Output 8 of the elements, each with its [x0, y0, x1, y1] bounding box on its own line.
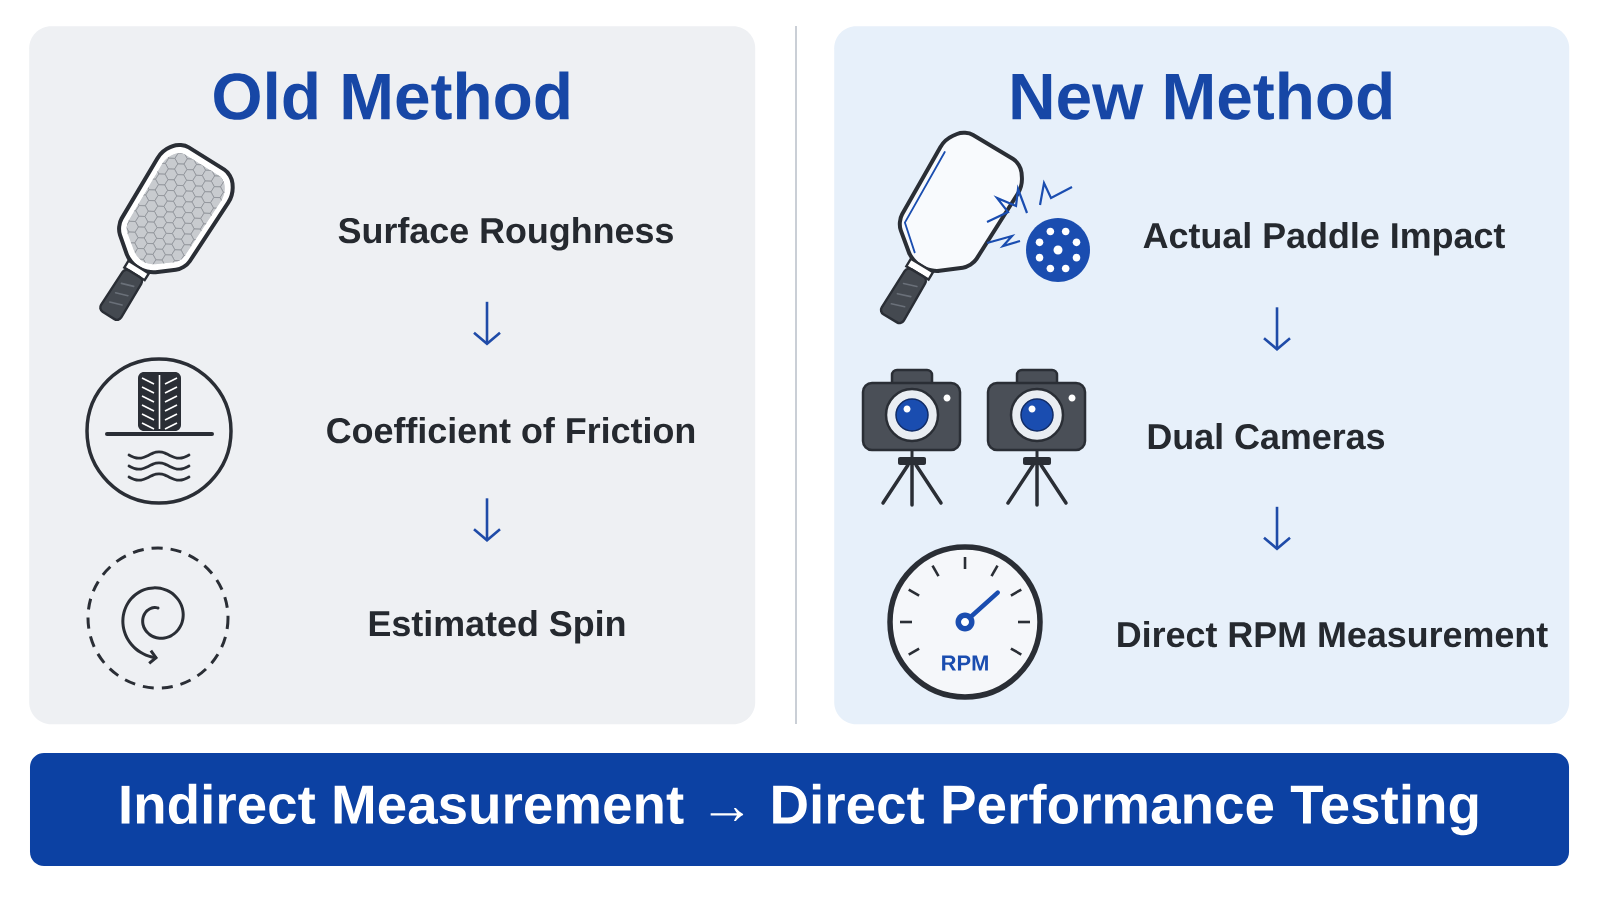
gauge-label: RPM: [942, 655, 988, 671]
summary-banner: Indirect Measurement → Direct Performance Testing: [30, 753, 1570, 866]
step-label: Estimated Spin: [369, 610, 625, 644]
step-label: Direct RPM Measurement: [1118, 621, 1548, 648]
step-label: Coefficient of Friction: [327, 417, 695, 444]
step-label: Dual Cameras: [1148, 423, 1385, 450]
step-label: Surface Roughness: [338, 217, 673, 251]
step-label: Actual Paddle Impact: [1143, 222, 1505, 256]
